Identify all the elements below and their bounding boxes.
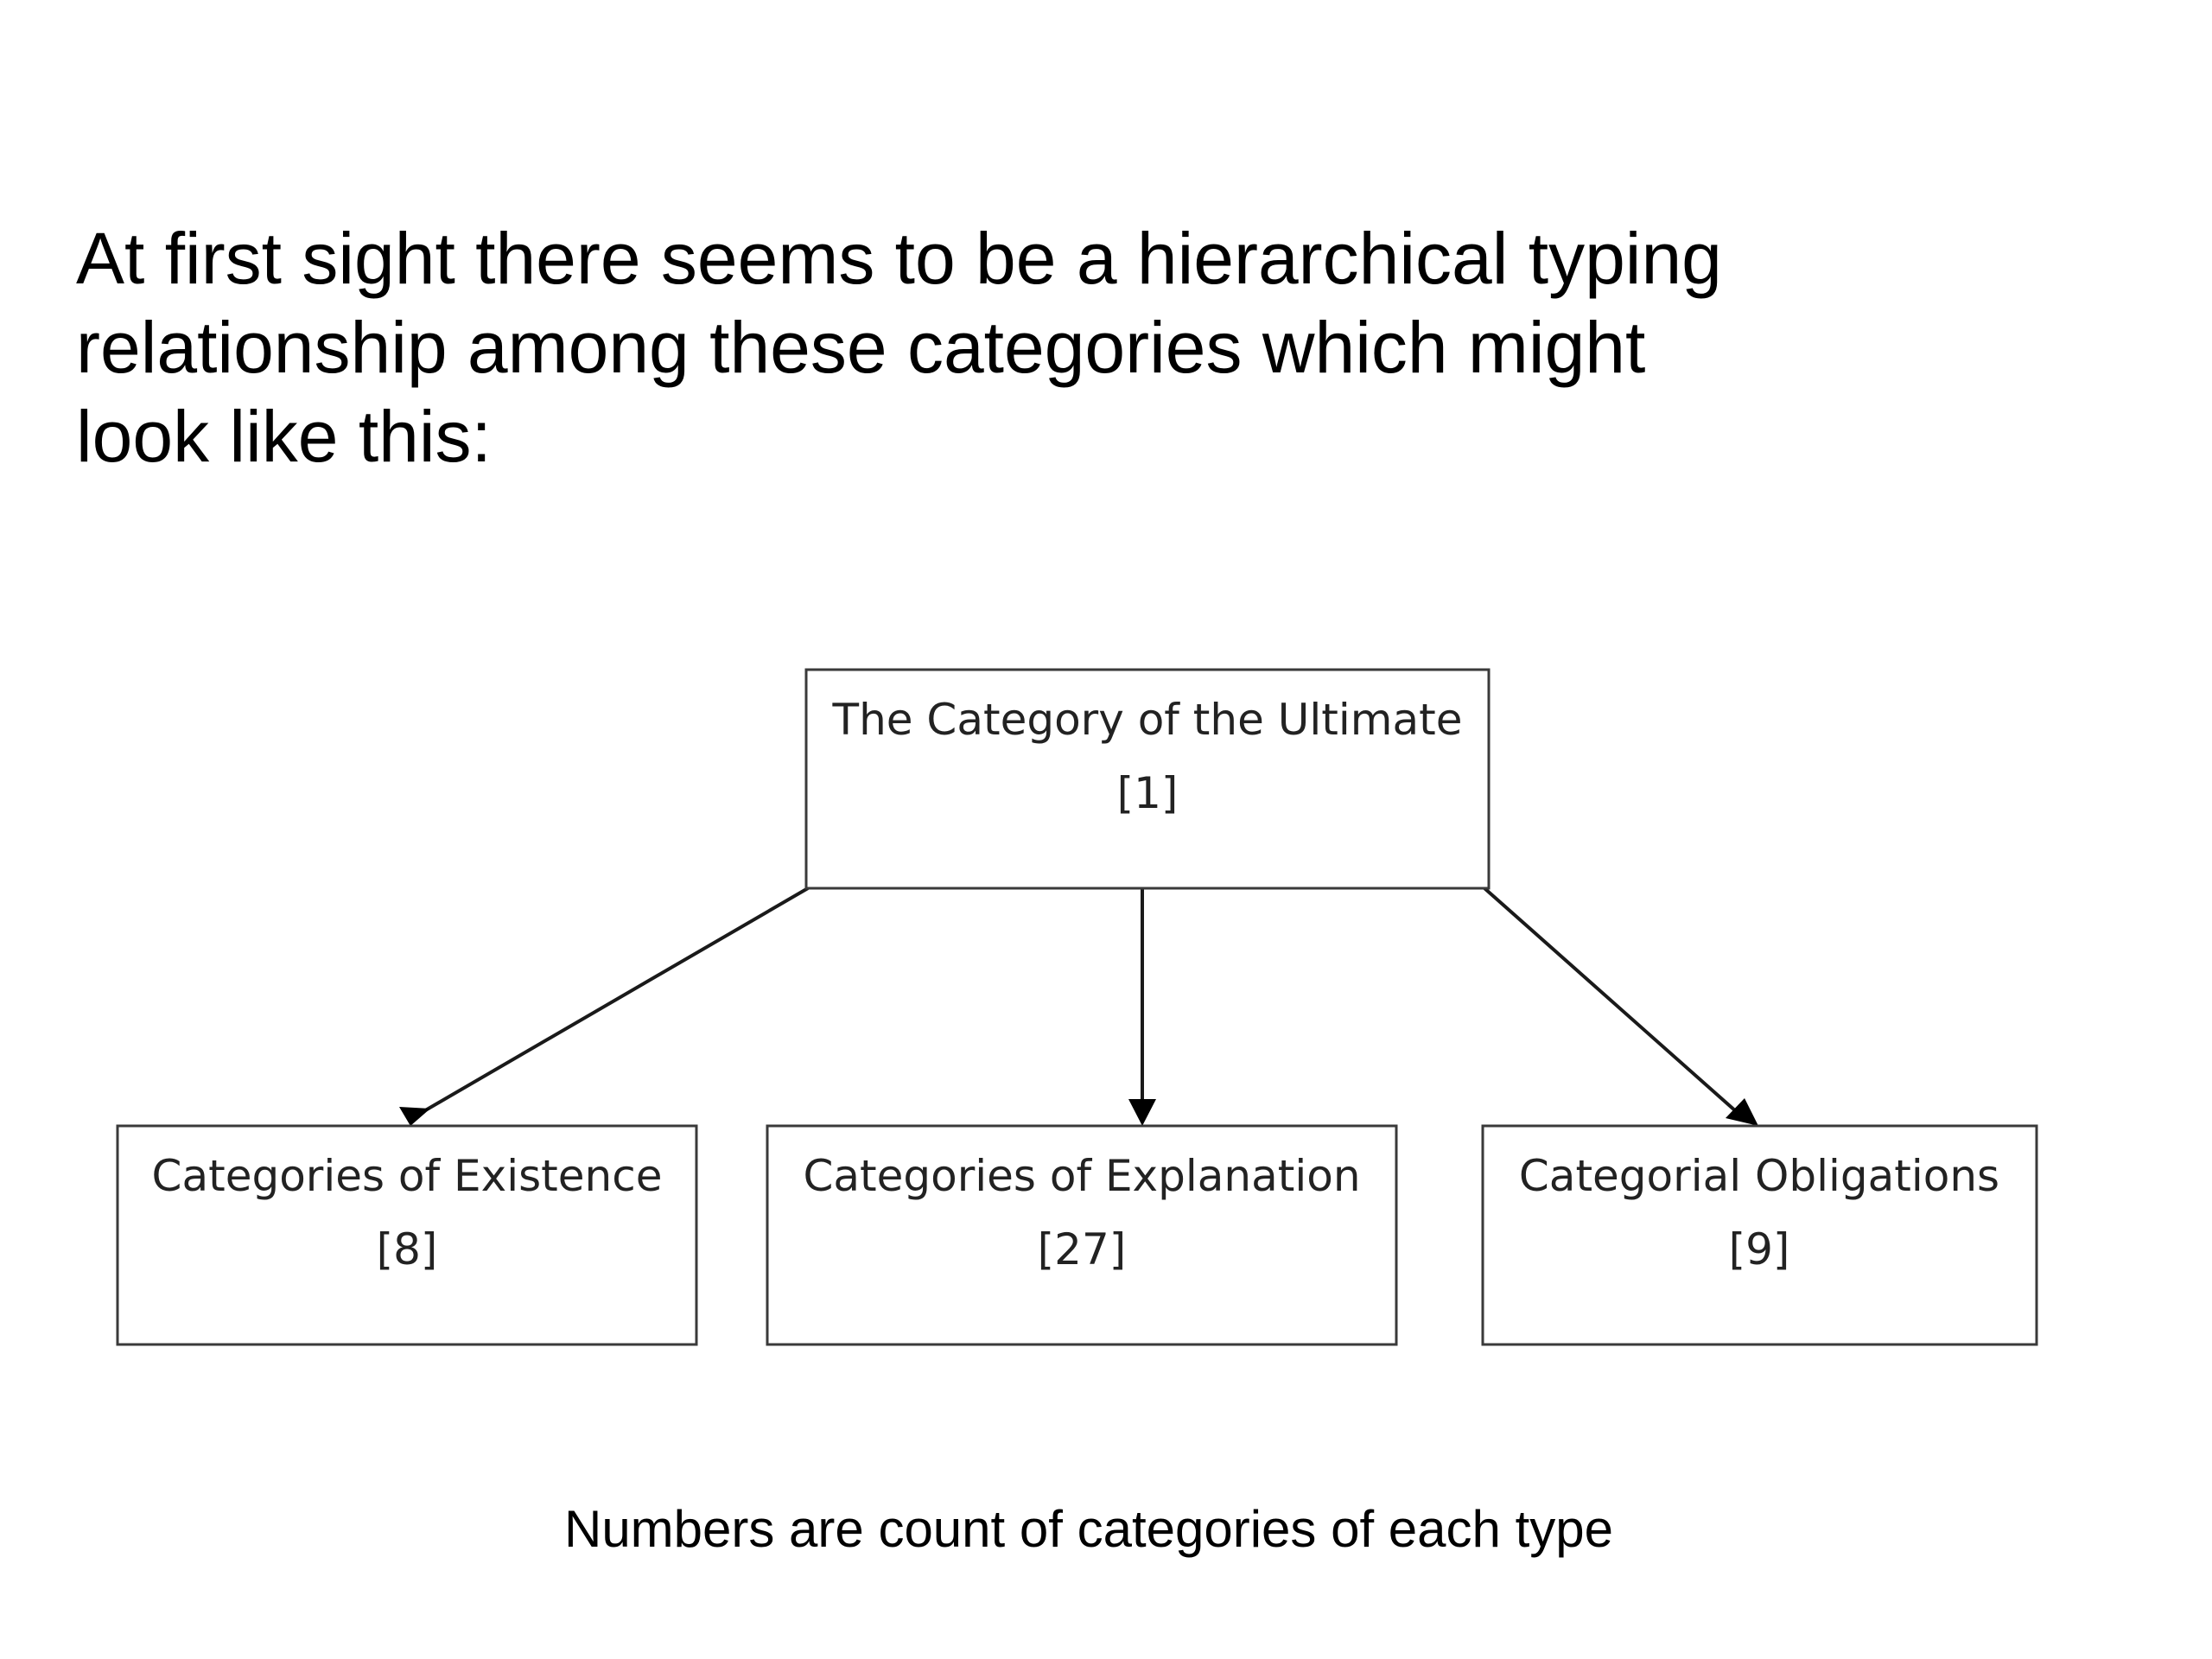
- intro-line-3: look like this:: [76, 396, 492, 477]
- node-obligations: Categorial Obligations [9]: [1481, 1124, 2038, 1346]
- node-existence-box: [116, 1124, 698, 1346]
- node-root-count: [1]: [1117, 768, 1179, 818]
- node-explanation: Categories of Explanation [27]: [766, 1124, 1398, 1346]
- node-root: The Category of the Ultimate [1]: [804, 668, 1491, 890]
- node-explanation-count: [27]: [1038, 1224, 1127, 1274]
- diagram-caption: Numbers are count of categories of each …: [563, 1500, 1613, 1558]
- node-existence: Categories of Existence [8]: [116, 1124, 698, 1346]
- node-obligations-count: [9]: [1729, 1224, 1790, 1274]
- node-explanation-label: Categories of Explanation: [803, 1151, 1360, 1201]
- node-existence-label: Categories of Existence: [152, 1151, 663, 1201]
- arrowhead-explanation: [1128, 1099, 1156, 1126]
- edges: [399, 887, 1758, 1126]
- arrowhead-existence: [399, 1107, 430, 1126]
- intro-line-1: At first sight there seems to be a hiera…: [76, 218, 1722, 299]
- node-existence-count: [8]: [377, 1224, 438, 1274]
- edge-root-to-obligations: [1483, 887, 1738, 1114]
- node-obligations-label: Categorial Obligations: [1519, 1151, 1999, 1201]
- node-root-box: [804, 668, 1491, 890]
- node-root-label: The Category of the Ultimate: [832, 695, 1463, 745]
- arrowhead-obligations: [1726, 1098, 1758, 1126]
- node-obligations-box: [1481, 1124, 2038, 1346]
- intro-line-2: relationship among these categories whic…: [76, 307, 1646, 388]
- node-explanation-box: [766, 1124, 1398, 1346]
- edge-root-to-existence: [415, 887, 810, 1117]
- intro-text: At first sight there seems to be a hiera…: [76, 214, 1977, 481]
